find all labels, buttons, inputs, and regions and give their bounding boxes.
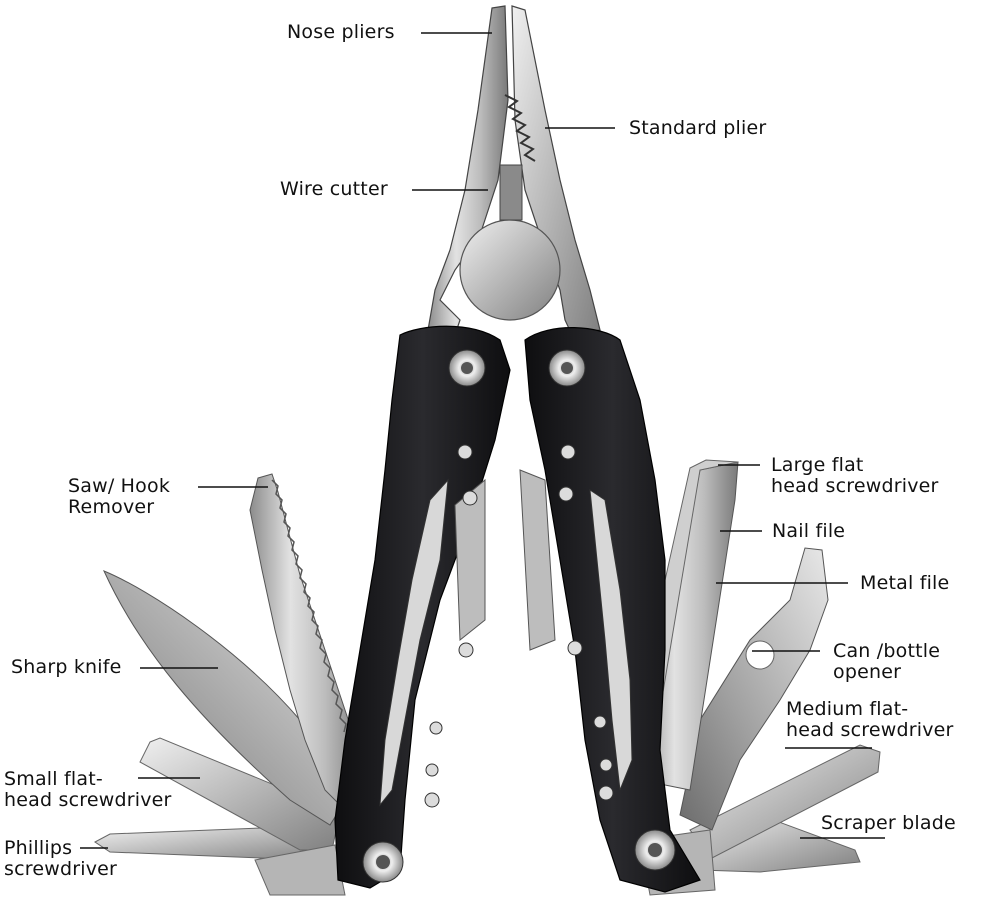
opener-hole <box>745 640 775 670</box>
label-wire-cutter: Wire cutter <box>280 178 388 200</box>
label-nose-pliers: Nose pliers <box>287 21 395 43</box>
label-saw-hook-remover: Saw/ Hook Remover <box>68 475 171 518</box>
grip-teeth <box>504 94 536 162</box>
label-can-bottle-opener: Can /bottle opener <box>833 640 941 683</box>
can-bottle-opener <box>679 547 829 831</box>
pliers-pivot <box>459 219 561 321</box>
left-handle-slot <box>379 478 449 807</box>
rivets <box>424 444 614 808</box>
right-inner-serration <box>519 469 556 651</box>
left-inner-serration <box>454 478 486 642</box>
sharp-knife <box>103 570 353 826</box>
wire-cutter-slot <box>499 164 523 221</box>
pliers-jaw-left <box>427 5 509 336</box>
label-small-flathead: Small flat- head screwdriver <box>4 768 172 811</box>
left-bottom-plate <box>254 844 346 896</box>
label-phillips: Phillips screwdriver <box>4 837 118 880</box>
label-nail-file: Nail file <box>772 520 846 542</box>
label-standard-plier: Standard plier <box>629 117 767 139</box>
right-handle-slot <box>589 488 633 791</box>
label-medium-flathead: Medium flat- head screwdriver <box>786 698 954 741</box>
label-scraper-blade: Scraper blade <box>821 812 956 834</box>
label-metal-file: Metal file <box>860 572 950 594</box>
label-large-flathead: Large flat head screwdriver <box>771 454 939 497</box>
saw-teeth <box>271 479 347 733</box>
label-sharp-knife: Sharp knife <box>11 656 122 678</box>
